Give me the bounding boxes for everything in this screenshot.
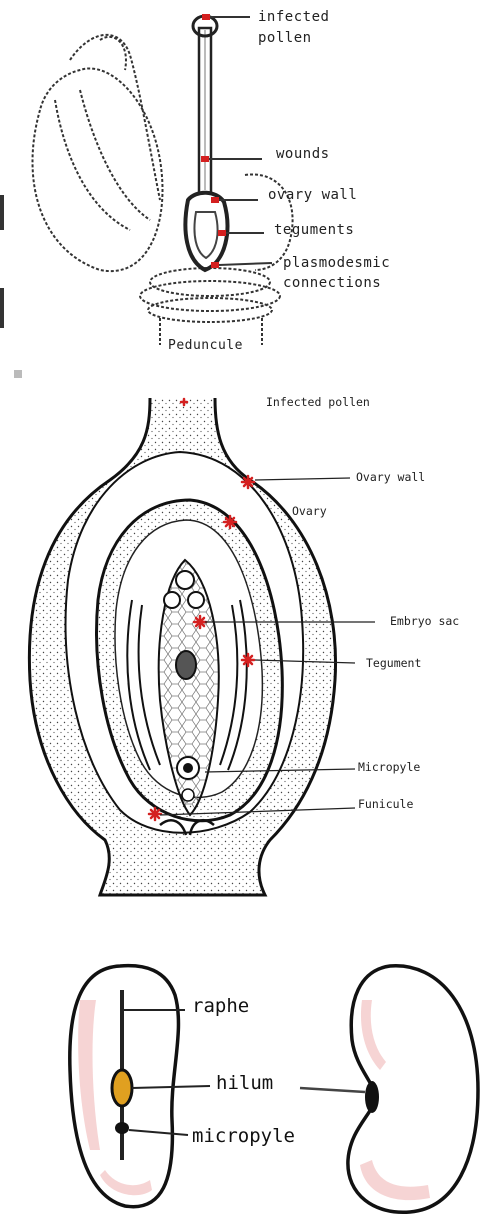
label-hilum: hilum xyxy=(216,1074,273,1093)
label-micropyle: micropyle xyxy=(192,1127,295,1146)
label-raphe: raphe xyxy=(192,997,249,1016)
